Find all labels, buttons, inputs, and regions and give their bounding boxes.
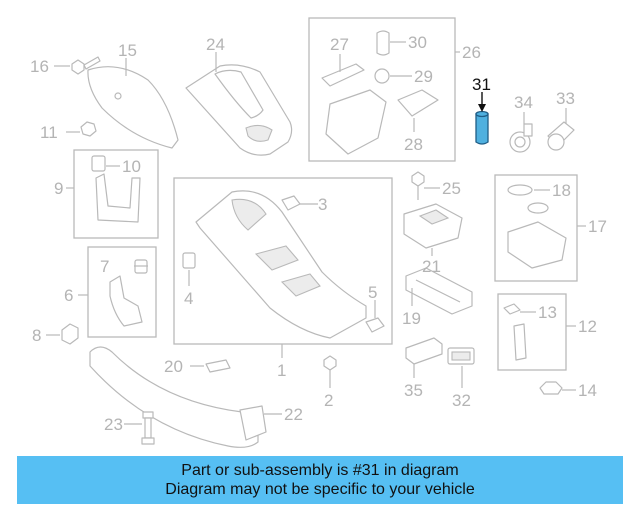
label-part-19: 19 [402,309,421,328]
info-banner: Part or sub-assembly is #31 in diagram D… [17,456,623,504]
group-box-1 [173,177,393,345]
label-part-16: 16 [30,57,49,76]
label-part-26: 26 [462,43,481,62]
label-part-3: 3 [318,195,327,214]
part-14-clip [539,381,563,395]
label-part-35: 35 [404,381,423,400]
group-box-12 [497,293,567,371]
label-part-27: 27 [330,35,349,54]
label-part-2: 2 [324,391,333,410]
part-29-plug [374,68,390,84]
part-34-socket [509,123,533,153]
part-4-clip [182,252,196,269]
part-3-clip [281,195,301,211]
part-10-clip [91,155,106,172]
group-box-6 [87,246,157,338]
part-9-bracket [95,173,141,223]
label-part-18: 18 [552,181,571,200]
label-part-7: 7 [100,257,109,276]
label-part-15: 15 [118,41,137,60]
label-part-23: 23 [104,415,123,434]
group-box-17 [494,174,578,282]
part-8-nut [61,323,79,345]
label-part-5: 5 [368,283,377,302]
banner-line-2: Diagram may not be specific to your vehi… [165,481,475,498]
part-2-screw [323,355,337,388]
part-24-upper-panel [185,64,293,156]
part-27-cover [321,63,365,87]
label-part-30: 30 [408,33,427,52]
part-33-lighter [547,121,575,151]
part-21-cup-holder [403,203,463,249]
parts-diagram: 16 15 11 24 10 9 7 6 8 4 3 5 1 20 2 22 2… [30,17,607,448]
leader-lines [46,41,586,425]
part-25-screw [411,171,425,200]
label-part-1: 1 [277,361,286,380]
label-part-14: 14 [578,381,597,400]
group-box-26 [308,17,456,162]
part-1-center-console [195,190,367,339]
part-12-bracket [513,323,527,361]
part-18-ring [507,184,549,214]
label-part-24: 24 [206,35,225,54]
part-20-pad [205,359,231,373]
part-16-screw [71,56,101,75]
label-part-21: 21 [422,257,441,276]
part-15-clip-hole [114,92,122,100]
label-part-29: 29 [414,67,433,86]
banner-line-1: Part or sub-assembly is #31 in diagram [181,462,459,479]
part-15-side-trim [87,66,179,149]
label-part-31[interactable]: 31 [472,75,491,94]
part-13-clip [503,303,521,315]
group-box-9 [73,149,159,239]
label-part-12: 12 [578,317,597,336]
part-11-nut [80,121,97,137]
label-part-9: 9 [54,179,63,198]
part-19-hinge [405,267,473,315]
part-30-pin [376,30,390,56]
part-26-tray [325,89,387,155]
label-part-13: 13 [538,303,557,322]
label-part-8: 8 [32,326,41,345]
part-31-socket[interactable] [475,92,489,145]
label-part-17: 17 [588,217,607,236]
label-part-22: 22 [284,405,303,424]
part-23-bolt [141,411,155,445]
part-5-clip [365,317,385,333]
label-part-34: 34 [514,93,533,112]
part-28-lid [397,89,439,117]
label-part-4: 4 [184,289,193,308]
label-part-33: 33 [556,89,575,108]
label-part-32: 32 [452,391,471,410]
part-32-switch [447,347,475,365]
part-17-holder [507,221,567,269]
label-part-20: 20 [164,357,183,376]
part-35-insert [405,337,443,365]
part-6-bracket [109,275,143,327]
label-part-11: 11 [40,123,58,142]
label-part-10: 10 [122,157,141,176]
label-part-25: 25 [442,179,461,198]
label-part-28: 28 [404,135,423,154]
label-part-6: 6 [64,286,73,305]
part-22-duct [89,346,267,448]
